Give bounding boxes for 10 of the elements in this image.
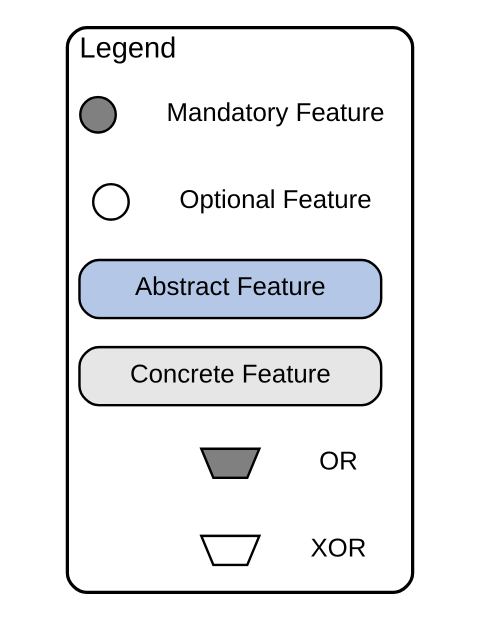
node-semicircle [199,534,262,566]
node-circle [92,182,130,221]
node-circle [79,96,117,134]
node-box: Abstract Feature [78,258,382,320]
legend-label: XOR [310,534,366,563]
node-semicircle [199,448,262,479]
node-box: Concrete Feature [78,346,382,406]
legend-label: Mandatory Feature [166,98,384,127]
legend-label: Optional Feature [179,186,372,214]
legend-label: OR [319,447,358,476]
